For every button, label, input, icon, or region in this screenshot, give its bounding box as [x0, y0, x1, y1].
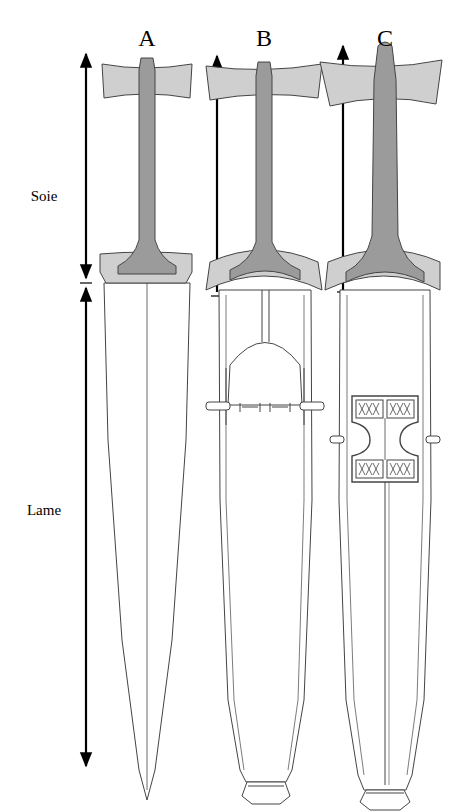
- figure-letter: A: [138, 26, 155, 50]
- dagger-a: [100, 58, 192, 800]
- figure-letter: B: [256, 26, 272, 50]
- soie-arrow: [85, 54, 87, 278]
- lame-arrow: [85, 288, 87, 766]
- part-label: Lame: [27, 503, 61, 518]
- part-label: Soie: [31, 189, 58, 204]
- dagger-b: [206, 62, 324, 804]
- figure-letter: C: [377, 26, 393, 50]
- dagger-c: [320, 42, 442, 810]
